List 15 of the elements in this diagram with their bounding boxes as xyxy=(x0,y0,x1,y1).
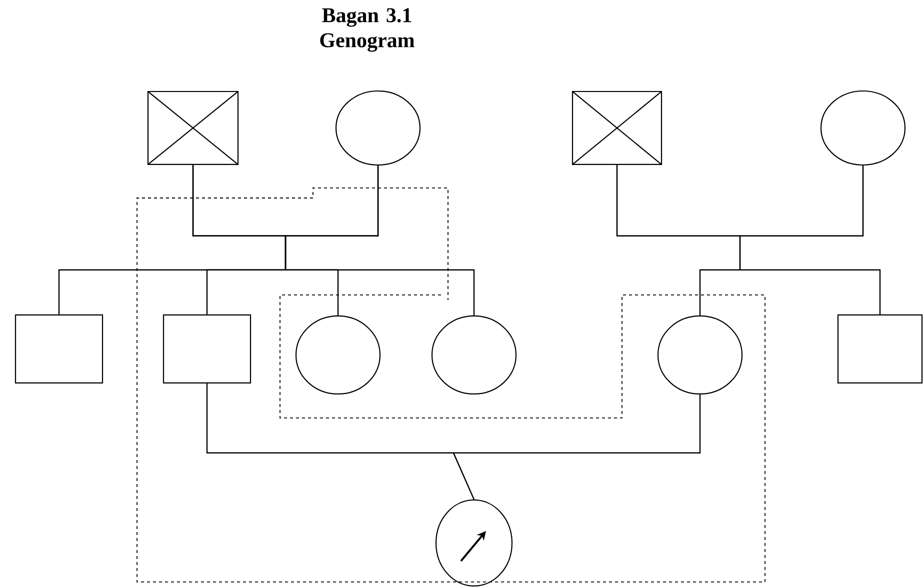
title: Bagan 3.1 Genogram xyxy=(320,8,414,52)
family-line xyxy=(739,166,881,314)
person-box xyxy=(14,314,104,384)
person-box xyxy=(162,314,252,384)
person-circle xyxy=(295,315,381,395)
family-line xyxy=(284,166,475,316)
person-box xyxy=(837,314,923,384)
deceased-box xyxy=(572,90,662,166)
person-circle xyxy=(820,90,906,166)
person-circle xyxy=(335,90,421,166)
deceased-box xyxy=(147,90,239,166)
person-circle xyxy=(431,315,517,395)
family-line xyxy=(452,394,701,500)
index-person-circle xyxy=(435,499,513,587)
person-circle xyxy=(657,315,743,395)
